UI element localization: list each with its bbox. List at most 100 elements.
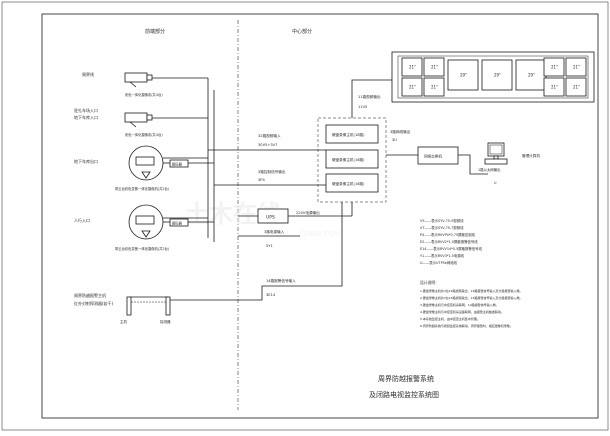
alarm-sensor-tag: 探测器 (160, 319, 171, 324)
dvr-3-label: 硬盘录像主机(16路) (332, 181, 365, 186)
note-item: 4.硬盘录像主机与中控室机房设备联网，由报警主机触发联动。 (420, 309, 504, 314)
center-section-title: 中心部分 (292, 28, 312, 35)
monitor-output-spec: 11V5 (358, 105, 367, 109)
monitor-9-size: 21" (573, 65, 580, 70)
legend-item: E2——表示RVV2*1.0屏蔽报警信号线 (420, 239, 478, 244)
decoder-2-label: 解码器 (172, 221, 183, 226)
legend-item: E14——表示RVV14*0.5屏蔽报警信号线 (420, 246, 483, 251)
front-label-pedestrian: 人行入口 (74, 217, 90, 223)
monitor-3 (401, 77, 423, 97)
legend-item: Y1——表示RVV3*1.5电源线 (420, 253, 465, 258)
monitor-8 (543, 57, 565, 77)
front-section-title: 前端部分 (145, 28, 165, 35)
switch-label: 网络交换机 (424, 154, 442, 159)
decoder-2 (169, 218, 189, 227)
front-label-garage-in: 地下车库入口 (74, 114, 98, 120)
design-notes: 设计说明： 1.硬盘录像主机共3台16路视频输出，14路报警信号输入及分组报警输… (420, 280, 522, 328)
ups-unit: UPS (257, 208, 289, 224)
monitor-1-size: 21" (409, 65, 416, 70)
front-label-garage-out: 地下车库出口 (74, 158, 98, 164)
monitor-8-size: 21" (551, 65, 558, 70)
front-label-perimeter: 周界线 (82, 71, 94, 77)
note-item: 6.周界防越系统与视频监控系统联动，周界报警时，相应摄像机录像。 (420, 323, 513, 328)
note-item: 2.硬盘录像主机共3台16路视频输出，14路报警信号输入及分组报警输入端。 (420, 295, 522, 300)
monitor-2 (423, 57, 445, 77)
control-label: 3路控制信号输出 (258, 169, 286, 174)
title-line-1: 周界防越报警系统 (378, 374, 434, 383)
dvr-3: 硬盘录像主机(16路) (325, 173, 379, 193)
network-output-label: 3路网络输出 (390, 129, 411, 134)
decoder-1 (169, 159, 189, 168)
video-input-spec: 30V5+3V7 (258, 143, 277, 147)
monitor-11 (565, 77, 587, 97)
management-pc: 管理计算机 (484, 142, 540, 165)
monitor-5 (447, 59, 479, 91)
video-input-label: 32路视频输入 (258, 133, 281, 138)
monitor-9 (565, 57, 587, 77)
network-switch: 网络交换机 (417, 146, 459, 165)
front-label-entrance: 驻扎车场入口 (74, 107, 98, 113)
drawing-title: 周界防越报警系统 及闭路电视监控系统图 (369, 374, 439, 399)
decoder-1-label: 解码器 (172, 162, 183, 167)
note-item: 3.硬盘录像主机与中控室机房联网，14路报警信号输入端。 (420, 302, 499, 307)
monitor-4 (423, 77, 445, 97)
monitor-3-size: 21" (409, 85, 416, 90)
cable-legend: V5——表示SYV-75-5视频线 V7——表示SYV-75-7视频线 P4——表示… (420, 218, 483, 265)
alarm-host-tag: 主机 (120, 319, 127, 324)
legend-item: V5——表示SYV-75-5视频线 (420, 218, 464, 223)
control-spec: 3P4 (258, 178, 265, 182)
watermark-sub: COI88.COM (300, 230, 340, 238)
monitor-wall (391, 51, 595, 103)
monitor-10-size: 21" (551, 85, 558, 90)
monitor-2-size: 21" (431, 65, 438, 70)
monitor-output-line (351, 79, 392, 118)
perimeter-alarm: 周界防越报警主机 红外对射探测器(若干) 主机 探测器 (74, 292, 171, 324)
camera-2: 彩色一体化摄像机(共4台) (124, 112, 163, 137)
alarm-input-label: 14路报警信号输入 (266, 278, 296, 283)
ups-label: UPS (266, 215, 275, 221)
ptz-camera-1-label: 带云台彩色变焦一体化摄像机(共2台) (115, 186, 169, 191)
monitor-7-size: 29" (528, 73, 535, 78)
pc-label: 管理计算机 (522, 153, 540, 158)
power-input-label: 3路电源输入 (264, 229, 285, 234)
monitor-output-label: 11路视频输出 (358, 94, 381, 99)
ptz-camera-2: 解码器 带云台彩色变焦一体化摄像机(共2台) (115, 204, 189, 251)
network-output-spec: 3U (392, 138, 397, 142)
monitor-6-size: 29" (494, 73, 501, 78)
dvr-1-label: 硬盘录像主机(16路) (332, 132, 365, 137)
title-line-2: 及闭路电视监控系统图 (369, 390, 439, 399)
camera-2-label: 彩色一体化摄像机(共4台) (125, 132, 163, 137)
monitor-1 (401, 57, 423, 77)
alarm-signal-line (220, 202, 343, 301)
dvr-1: 硬盘录像主机(16路) (325, 124, 379, 144)
monitor-4-size: 21" (431, 85, 438, 90)
note-item: 5.本系统监控主机，由中控室主机集中管理。 (420, 316, 480, 321)
legend-item: V7——表示SYV-75-7视频线 (420, 225, 464, 230)
ups-output-label: 220V电源输出 (296, 210, 320, 215)
camera-1-label: 彩色一体化摄像机(共4台) (125, 92, 163, 97)
dvr-2: 硬盘录像主机(16路) (325, 149, 379, 169)
monitor-10 (543, 77, 565, 97)
pc-output-label: 1路以太网输出 (478, 167, 501, 172)
alarm-host-label: 周界防越报警主机 (74, 292, 106, 298)
monitor-11-size: 21" (573, 85, 580, 90)
dvr-2-label: 硬盘录像主机(16路) (332, 157, 365, 162)
legend-item: U——表示UTP5e网络线 (420, 260, 458, 265)
monitor-7 (515, 59, 547, 91)
legend-item: P4——表示RVVP4*0.75屏蔽控制线 (420, 232, 476, 237)
note-item: 1.硬盘录像主机共3台16路视频输出，14路报警信号输入及分组报警输入端。 (420, 288, 522, 293)
notes-title: 设计说明： (420, 280, 439, 285)
inner-frame (41, 13, 599, 419)
pc-output-spec: U (494, 181, 497, 185)
alarm-spec: 3E14 (266, 293, 276, 297)
alarm-detector-label: 红外对射探测器(若干) (74, 300, 114, 306)
monitor-6 (481, 59, 513, 91)
ptz-camera-2-label: 带云台彩色变焦一体化摄像机(共2台) (115, 246, 169, 251)
power-spec: 5Y1 (266, 244, 273, 248)
monitor-5-size: 29" (460, 73, 467, 78)
camera-1: 彩色一体化摄像机(共4台) (124, 72, 163, 97)
ptz-camera-1: 解码器 带云台彩色变焦一体化摄像机(共2台) (115, 145, 189, 191)
